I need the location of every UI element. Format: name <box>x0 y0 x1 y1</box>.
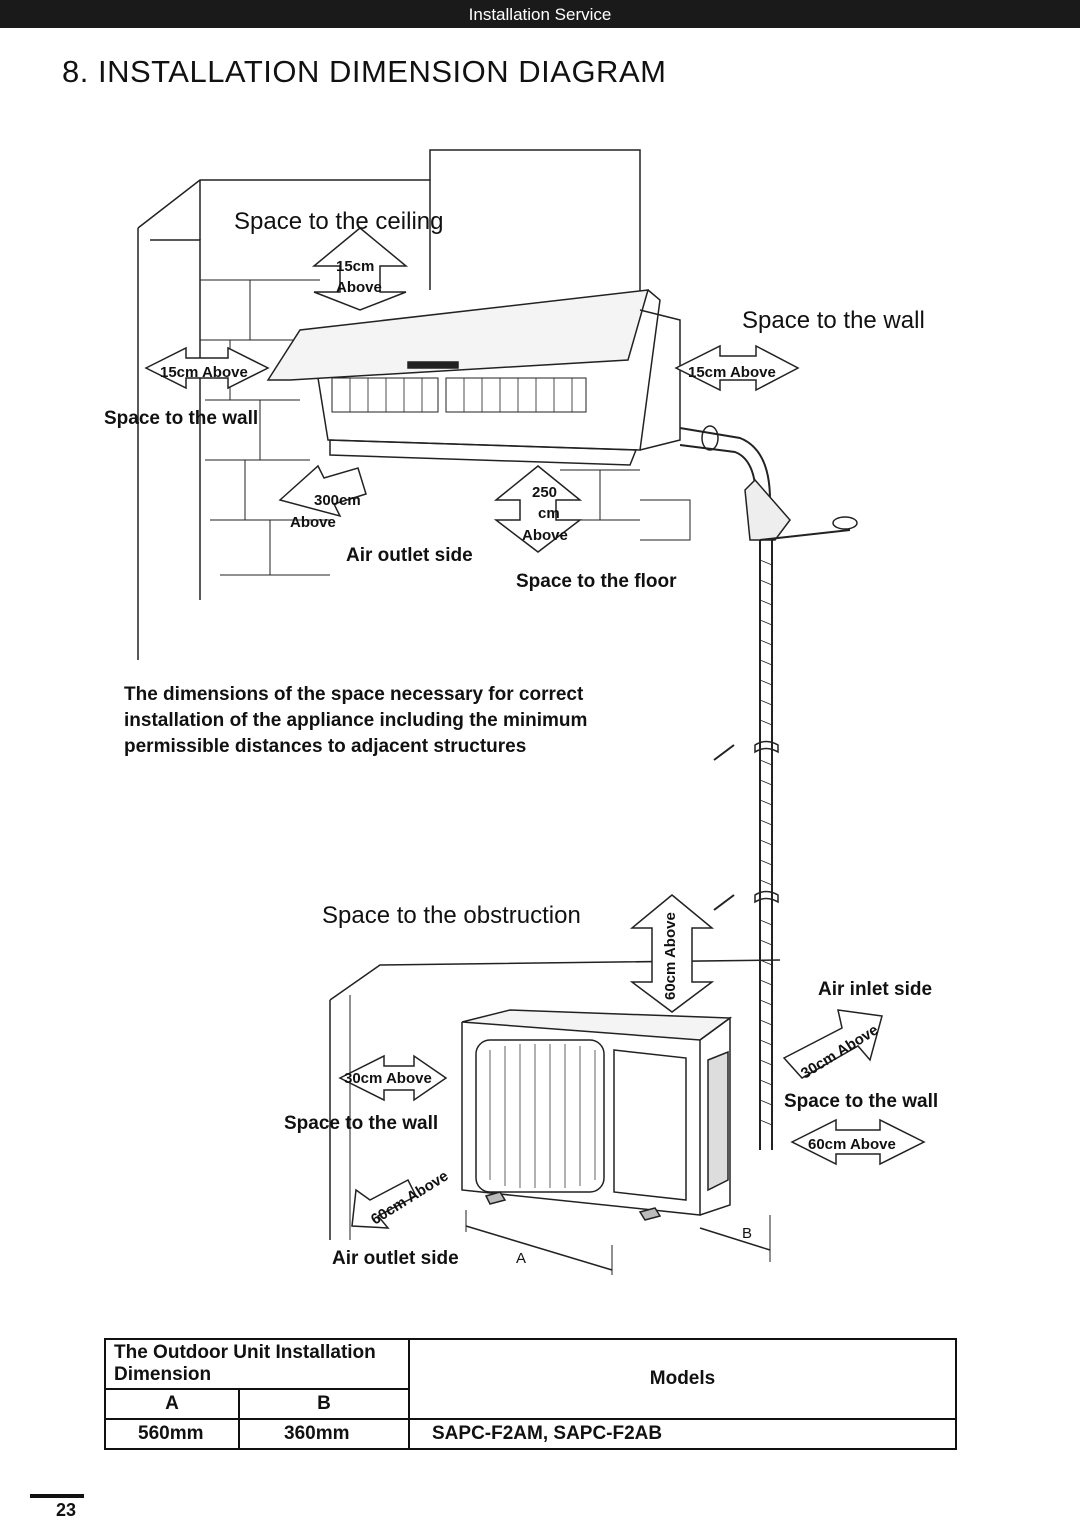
dimension-line-a <box>465 1225 613 1271</box>
ceiling-distance-value: 15cm <box>336 258 375 275</box>
floor-distance-suffix: Above <box>522 527 568 544</box>
outdoor-right-distance-arrow <box>790 1118 926 1166</box>
air-inlet-label: Air inlet side <box>818 979 933 1000</box>
ceiling-space-label: Space to the ceiling <box>234 208 444 235</box>
outlet-distance-arrow <box>278 464 367 518</box>
table-cell-b: 360mm <box>238 1418 410 1450</box>
installation-dimension-table: The Outdoor Unit Installation Dimension … <box>104 1338 957 1450</box>
outdoor-left-wall-label: Space to the wall <box>284 1113 439 1134</box>
right-wall-distance-value: 15cm Above <box>688 364 776 381</box>
page-title: 8. INSTALLATION DIMENSION DIAGRAM <box>62 54 667 89</box>
dimension-a-label: A <box>516 1250 527 1267</box>
left-wall-space-label: Space to the wall <box>104 408 259 429</box>
table-col-a: A <box>104 1388 240 1420</box>
left-wall-distance-value: 15cm Above <box>160 364 248 381</box>
floor-distance-arrow <box>493 465 583 553</box>
indoor-air-outlet-label: Air outlet side <box>346 545 473 566</box>
right-wall-distance-arrow <box>674 344 800 392</box>
table-col-b: B <box>238 1388 410 1420</box>
outdoor-wall-top <box>329 959 781 1001</box>
outdoor-unit-front <box>461 1022 701 1216</box>
floor-distance-value: 250 <box>532 484 558 501</box>
left-wall-distance-arrow <box>144 346 270 390</box>
outdoor-air-outlet-label: Air outlet side <box>332 1248 459 1269</box>
section-header: Installation Service <box>468 5 612 24</box>
outdoor-bottom-distance-arrow <box>351 1178 417 1229</box>
ceiling-outline <box>137 149 641 300</box>
page-number-rule <box>30 1494 84 1498</box>
dimension-b-label: B <box>742 1225 753 1242</box>
outlet-distance-suffix: Above <box>290 514 336 531</box>
obstruction-distance-arrow <box>629 894 715 1013</box>
ceiling-distance-arrow <box>311 227 409 311</box>
screw-icon <box>713 744 735 761</box>
screw-icon <box>713 894 735 911</box>
outdoor-left-distance-arrow <box>338 1054 448 1102</box>
table-cell-models: SAPC-F2AM, SAPC-F2AB <box>408 1418 957 1450</box>
inlet-distance-arrow <box>782 1009 883 1079</box>
table-cell-a: 560mm <box>104 1418 240 1450</box>
outdoor-right-distance-value: 60cm Above <box>808 1136 896 1153</box>
note-line-1: The dimensions of the space necessary fo… <box>124 684 584 705</box>
outdoor-unit-top <box>461 1009 733 1041</box>
table-row: 560mm 360mm SAPC-F2AM, SAPC-F2AB <box>104 1418 957 1450</box>
ceiling-distance-suffix: Above <box>336 279 382 296</box>
table-header-dimension: The Outdoor Unit Installation Dimension <box>104 1338 410 1390</box>
floor-space-label: Space to the floor <box>516 571 677 592</box>
table-header-models: Models <box>408 1338 957 1420</box>
outdoor-right-wall-label: Space to the wall <box>784 1091 939 1112</box>
dimension-line-b <box>699 1227 771 1251</box>
obstruction-distance-value: 60cm Above <box>662 912 679 1000</box>
note-line-2: installation of the appliance including … <box>124 710 588 731</box>
indoor-unit-front-panel <box>266 289 650 381</box>
right-wall-space-label: Space to the wall <box>742 307 925 334</box>
outdoor-left-distance-value: 30cm Above <box>344 1070 432 1087</box>
header-bar <box>0 0 1080 28</box>
note-line-3: permissible distances to adjacent struct… <box>124 736 527 757</box>
obstruction-space-label: Space to the obstruction <box>322 902 581 929</box>
outdoor-fan-grille <box>475 1039 605 1193</box>
installation-diagram <box>137 149 926 1275</box>
outlet-distance-value: 300cm <box>314 492 361 509</box>
page-number: 23 <box>56 1500 77 1520</box>
floor-distance-unit: cm <box>538 505 560 522</box>
